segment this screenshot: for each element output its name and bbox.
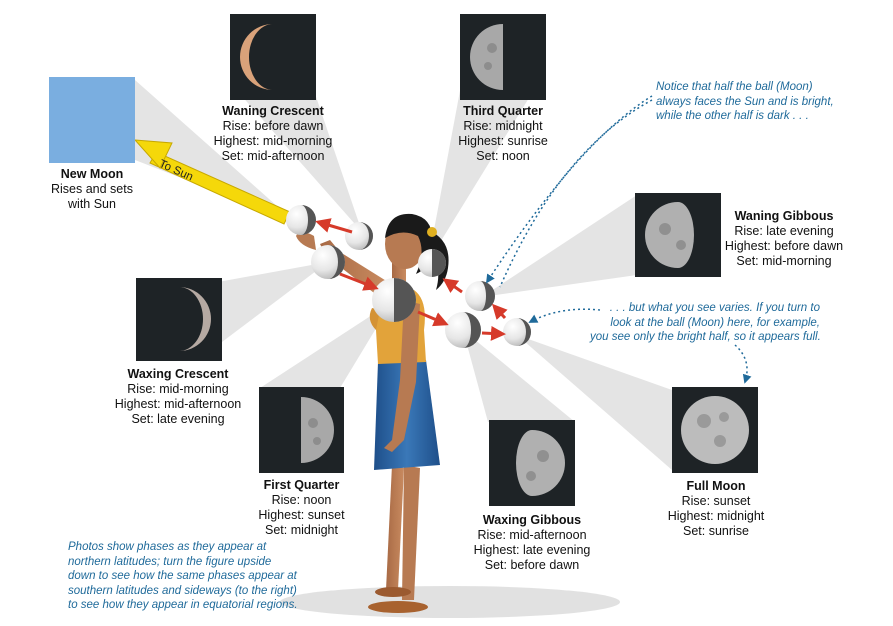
photo-first-quarter — [259, 387, 344, 473]
note-photos-line-4: southern latitudes and sideways (to the … — [68, 584, 298, 599]
note-notice-line-1: Notice that half the ball (Moon) — [656, 80, 834, 95]
new-moon-title: New Moon — [37, 167, 147, 182]
first-quarter-highest: Highest: sunset — [244, 508, 359, 523]
photo-third-quarter — [460, 14, 546, 100]
waxing-gibbous-set: Set: before dawn — [467, 558, 597, 573]
note-notice-line-3: while the other half is dark . . . — [656, 109, 834, 124]
ball-waning-gibbous — [465, 281, 495, 311]
note-varies-line-3: you see only the bright half, so it appe… — [590, 330, 820, 345]
note-photos: Photos show phases as they appear at nor… — [68, 540, 298, 613]
waxing-gibbous-highest: Highest: late evening — [467, 543, 597, 558]
photo-full-moon — [672, 387, 758, 473]
note-photos-line-2: northern latitudes; turn the figure upsi… — [68, 555, 298, 570]
label-waning-crescent: Waning Crescent Rise: before dawn Highes… — [208, 104, 338, 164]
ball-new-moon — [286, 205, 316, 235]
waxing-crescent-highest: Highest: mid-afternoon — [108, 397, 248, 412]
label-waxing-crescent: Waxing Crescent Rise: mid-morning Highes… — [108, 367, 248, 427]
third-quarter-rise: Rise: midnight — [443, 119, 563, 134]
label-new-moon: New Moon Rises and sets with Sun — [37, 167, 147, 212]
third-quarter-moon-icon — [470, 24, 503, 90]
waning-gibbous-title: Waning Gibbous — [720, 209, 848, 224]
full-moon-highest: Highest: midnight — [656, 509, 776, 524]
full-moon-set: Set: sunrise — [656, 524, 776, 539]
waxing-crescent-rise: Rise: mid-morning — [108, 382, 248, 397]
waning-gibbous-set: Set: mid-morning — [720, 254, 848, 269]
full-moon-title: Full Moon — [656, 479, 776, 494]
first-quarter-rise: Rise: noon — [244, 493, 359, 508]
cone-waning-gibbous — [482, 195, 637, 297]
third-quarter-set: Set: noon — [443, 149, 563, 164]
new-moon-square — [49, 77, 135, 163]
note-photos-line-5: to see how they appear in equatorial reg… — [68, 598, 298, 613]
first-quarter-moon-icon — [301, 397, 334, 463]
note-notice-line-2: always faces the Sun and is bright, — [656, 95, 834, 110]
ball-third-quarter — [418, 249, 446, 277]
waxing-gibbous-moon-icon — [516, 430, 565, 496]
photo-waning-crescent — [230, 14, 316, 100]
ball-first-quarter — [372, 278, 416, 322]
full-moon-icon — [681, 396, 749, 464]
ball-full-moon — [503, 318, 531, 346]
label-first-quarter: First Quarter Rise: noon Highest: sunset… — [244, 478, 359, 538]
note-notice: Notice that half the ball (Moon) always … — [656, 80, 834, 124]
ball-waxing-crescent — [311, 245, 345, 279]
third-quarter-highest: Highest: sunrise — [443, 134, 563, 149]
new-moon-line-2: with Sun — [37, 197, 147, 212]
first-quarter-title: First Quarter — [244, 478, 359, 493]
waning-crescent-rise: Rise: before dawn — [208, 119, 338, 134]
note-photos-line-1: Photos show phases as they appear at — [68, 540, 298, 555]
waning-crescent-highest: Highest: mid-morning — [208, 134, 338, 149]
label-third-quarter: Third Quarter Rise: midnight Highest: su… — [443, 104, 563, 164]
photo-waxing-gibbous — [489, 420, 575, 506]
waning-crescent-set: Set: mid-afternoon — [208, 149, 338, 164]
cone-waxing-crescent — [218, 262, 328, 345]
waxing-crescent-set: Set: late evening — [108, 412, 248, 427]
note-photos-line-3: down to see how the same phases appear a… — [68, 569, 298, 584]
photo-waning-gibbous — [635, 193, 721, 277]
note-varies: . . . but what you see varies. If you tu… — [590, 301, 820, 345]
label-full-moon: Full Moon Rise: sunset Highest: midnight… — [656, 479, 776, 539]
waning-gibbous-highest: Highest: before dawn — [720, 239, 848, 254]
third-quarter-title: Third Quarter — [443, 104, 563, 119]
ball-waxing-gibbous — [445, 312, 481, 348]
ball-waning-crescent — [345, 222, 373, 250]
label-waxing-gibbous: Waxing Gibbous Rise: mid-afternoon Highe… — [467, 513, 597, 573]
waning-gibbous-moon-icon — [645, 202, 694, 268]
label-waning-gibbous: Waning Gibbous Rise: late evening Highes… — [720, 209, 848, 269]
waning-gibbous-rise: Rise: late evening — [720, 224, 848, 239]
photo-waxing-crescent — [136, 278, 222, 361]
waxing-crescent-title: Waxing Crescent — [108, 367, 248, 382]
full-moon-rise: Rise: sunset — [656, 494, 776, 509]
note-varies-line-2: look at the ball (Moon) here, for exampl… — [590, 316, 820, 331]
first-quarter-set: Set: midnight — [244, 523, 359, 538]
waning-crescent-title: Waning Crescent — [208, 104, 338, 119]
waning-crescent-moon-icon — [240, 24, 273, 90]
waxing-gibbous-title: Waxing Gibbous — [467, 513, 597, 528]
waxing-gibbous-rise: Rise: mid-afternoon — [467, 528, 597, 543]
note-varies-line-1: . . . but what you see varies. If you tu… — [590, 301, 820, 316]
new-moon-line-1: Rises and sets — [37, 182, 147, 197]
waxing-crescent-moon-icon — [179, 287, 211, 351]
ground-shadow — [280, 586, 620, 618]
